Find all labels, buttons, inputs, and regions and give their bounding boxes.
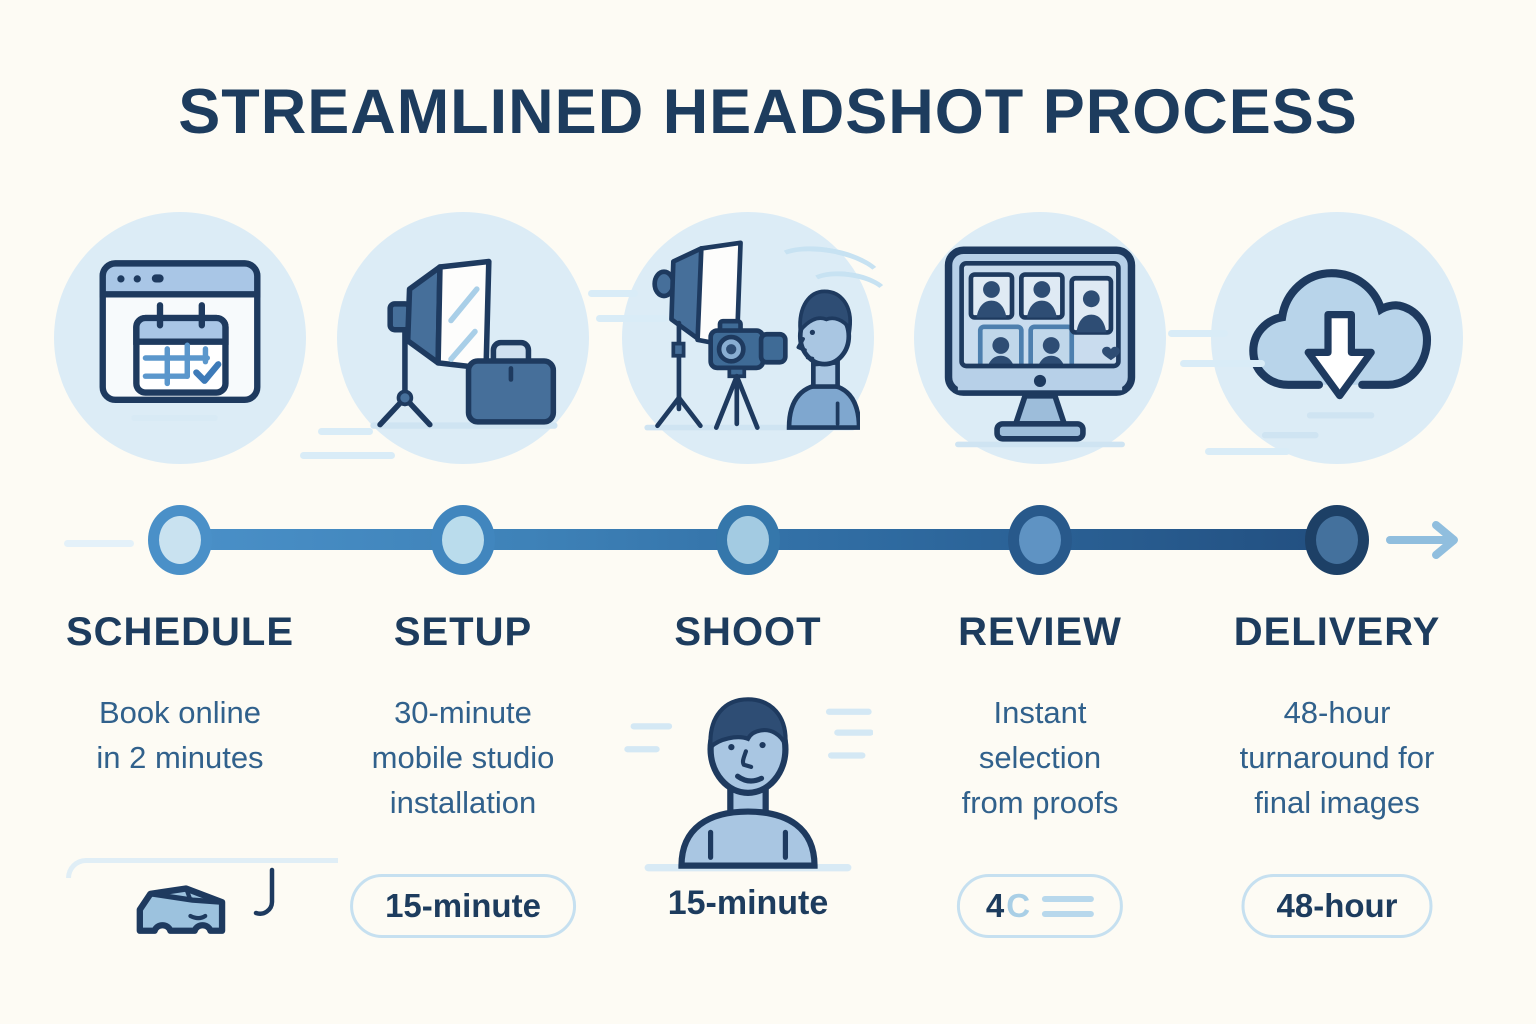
setup-icon-circle	[337, 212, 589, 464]
pill-text-light: C	[1006, 887, 1031, 924]
calendar-grid	[142, 342, 210, 387]
desc-line: Instant	[993, 695, 1087, 730]
briefcase	[465, 339, 557, 425]
step-label-setup: SETUP	[393, 610, 533, 654]
page-title: STREAMLINED HEADSHOT PROCESS	[178, 77, 1358, 147]
camera-on-tripod	[708, 318, 788, 430]
review-count-pill: 4 C	[956, 874, 1124, 938]
pill-decoration-lines	[1042, 895, 1095, 917]
desc-line: selection	[978, 740, 1102, 775]
desc-line: final images	[1254, 785, 1420, 820]
speed-line	[64, 540, 134, 547]
shirt	[678, 808, 818, 869]
arrow-right-icon	[1386, 521, 1458, 559]
stray-stroke	[253, 867, 275, 916]
shoot-duration-text: 15-minute	[667, 884, 829, 922]
setup-duration-pill: 15-minute	[350, 874, 576, 938]
monitor-button	[1033, 374, 1047, 387]
speed-line	[318, 428, 373, 435]
speed-line	[1180, 360, 1265, 367]
desc-line: 30-minute	[394, 695, 532, 730]
speed-line	[588, 290, 638, 297]
delivery-icon-circle	[1211, 212, 1463, 464]
speed-line	[596, 315, 668, 322]
step-desc-setup: 30-minute mobile studio installation	[313, 690, 613, 825]
monitor-stand	[1012, 393, 1068, 427]
step-desc-delivery: 48-hour turnaround for final images	[1187, 690, 1487, 825]
desc-line: mobile studio	[371, 740, 555, 775]
speed-line	[1168, 330, 1228, 337]
desc-line: 48-hour	[1283, 695, 1391, 730]
shoot-icon-circle	[622, 212, 874, 464]
subject-person	[786, 289, 860, 430]
speed-line	[300, 452, 395, 459]
person-bust-illustration	[624, 697, 873, 872]
browser-header	[99, 260, 261, 298]
review-icon-circle	[914, 212, 1166, 464]
van-icon	[136, 885, 226, 934]
desc-line: in 2 minutes	[96, 740, 264, 775]
desc-line: Book online	[98, 695, 261, 730]
hair	[708, 697, 788, 752]
desc-line: turnaround for	[1239, 740, 1435, 775]
timeline-node-setup	[431, 505, 495, 575]
monitor-proofs-icon	[944, 246, 1136, 448]
monitor-base	[994, 421, 1086, 442]
step-label-review: REVIEW	[958, 610, 1122, 654]
calendar-header	[133, 314, 229, 345]
pill-text: 15-minute	[385, 887, 541, 924]
download-arrow	[1304, 311, 1375, 400]
check-mark	[193, 361, 222, 384]
proof-thumbnails-top-row	[968, 272, 1114, 335]
camera-portrait-icon	[644, 240, 860, 431]
desc-line: from proofs	[961, 785, 1119, 820]
timeline-node-delivery	[1305, 505, 1369, 575]
studio-light	[377, 258, 492, 428]
calendar-booking-icon	[99, 260, 261, 422]
timeline-node-shoot	[716, 505, 780, 575]
desc-line: installation	[389, 785, 537, 820]
faint-pill-edge	[66, 858, 338, 878]
pill-text: 4	[985, 887, 1005, 924]
softbox-briefcase-icon	[370, 258, 558, 429]
timeline-node-review	[1008, 505, 1072, 575]
delivery-duration-pill: 48-hour	[1241, 874, 1433, 938]
speed-line	[1205, 448, 1290, 455]
step-label-delivery: DELIVERY	[1233, 610, 1441, 654]
heart-icon	[1102, 346, 1120, 361]
pill-text: 48-hour	[1276, 887, 1398, 924]
schedule-icon-circle	[54, 212, 306, 464]
timeline-node-schedule	[148, 505, 212, 575]
step-label-shoot: SHOOT	[674, 610, 822, 654]
cloud-download-icon	[1249, 269, 1432, 439]
step-label-schedule: SCHEDULE	[65, 610, 295, 654]
step-desc-schedule: Book online in 2 minutes	[30, 690, 330, 780]
step-desc-review: Instant selection from proofs	[890, 690, 1190, 825]
